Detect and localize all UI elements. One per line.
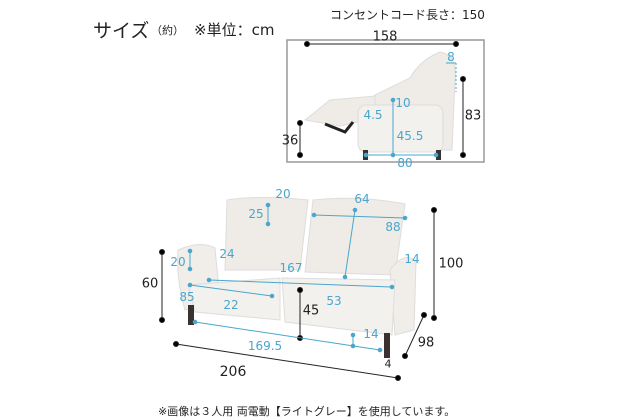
front-sofa-illustration: [177, 197, 417, 358]
front-back-height: 64: [354, 192, 370, 206]
front-arm-height: 60: [141, 276, 159, 292]
front-headrest-w: 20: [275, 187, 291, 201]
front-arm-h: 24: [219, 247, 235, 261]
front-back-width: 88: [385, 220, 401, 234]
side-headrest: 8: [447, 50, 455, 64]
cord-length: コンセントコード長さ：150: [330, 8, 485, 22]
side-armrest-gap: 10: [395, 96, 411, 110]
front-seat-h: 22: [223, 298, 239, 312]
front-seat-depth: 85: [179, 290, 195, 304]
front-blue-lines: [187, 202, 408, 353]
size-title: サイズ: [93, 20, 150, 42]
side-height: 83: [464, 108, 482, 124]
approx-label: （約）: [151, 24, 184, 37]
front-headrest-h: 25: [248, 207, 264, 221]
front-total-width: 206: [219, 364, 247, 380]
side-seat-outlet: 45.5: [396, 129, 424, 143]
front-leg-span: 169.5: [247, 339, 283, 353]
side-dimension-lines: [297, 41, 466, 158]
front-arm-w: 20: [170, 255, 186, 269]
front-seat-w: 53: [326, 294, 342, 308]
side-width: 158: [372, 29, 398, 45]
side-sofa-illustration: [303, 51, 456, 160]
footer-note: ※画像は３人用 両電動【ライトグレー】を使用しています。: [158, 405, 456, 418]
front-seat-height: 45: [302, 303, 320, 319]
side-view-frame: [286, 39, 485, 163]
side-footrest-height: 36: [281, 133, 299, 149]
front-leg-h: 14: [363, 327, 379, 341]
front-depth: 98: [417, 335, 435, 351]
front-leg-offset: 4: [384, 357, 392, 371]
unit-note: ※単位：cm: [194, 21, 275, 39]
front-right-arm: 14: [404, 252, 420, 266]
side-depth-legs: 80: [397, 156, 413, 170]
side-outlet: 4.5: [363, 108, 383, 122]
front-total-height: 100: [438, 256, 464, 272]
side-blue-lines: [363, 62, 457, 158]
front-inner-width: 167: [279, 261, 303, 275]
